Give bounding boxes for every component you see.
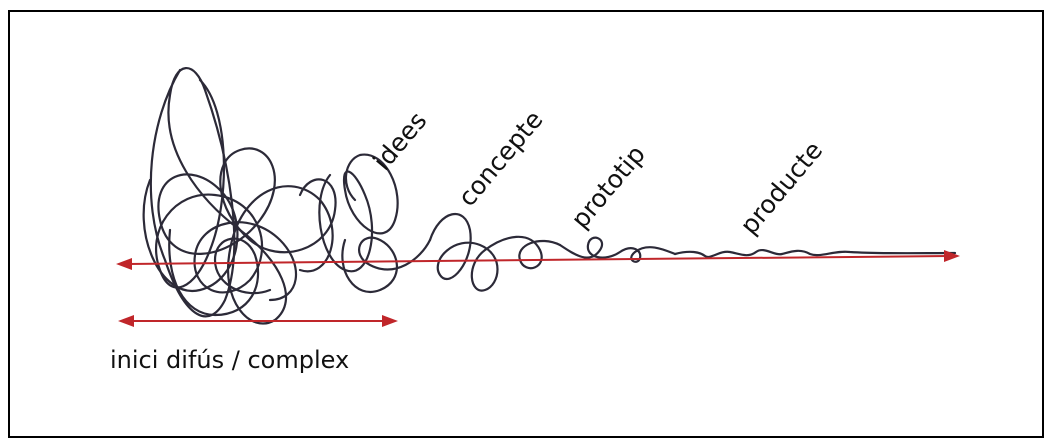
scribble-loop-5: [341, 236, 432, 293]
chaotic-scribble: [142, 67, 432, 325]
timeline-arrow: [116, 250, 960, 270]
diagram-frame: [8, 10, 1044, 438]
start-caption: inici difús / complex: [110, 346, 350, 374]
converging-scribble: [428, 212, 957, 292]
stage-label-ideas: idees: [367, 106, 432, 176]
stage-label-concept: concepte: [452, 105, 548, 212]
scribble-product: [673, 248, 957, 258]
scribble-concept: [428, 212, 562, 292]
scribble-loop-3: [154, 78, 298, 302]
arrow-head-left: [116, 258, 132, 270]
scribble-loop-1: [149, 67, 334, 325]
span-arrow-head-right: [382, 315, 398, 327]
stage-label-product: producte: [734, 136, 828, 240]
start-span-arrow: [118, 315, 398, 327]
scribble-loop-2: [142, 147, 337, 293]
scribble-prototype: [558, 236, 677, 263]
stage-label-prototype: prototip: [565, 140, 651, 234]
span-arrow-head-left: [118, 315, 134, 327]
scribble-loop-6: [168, 228, 272, 317]
arrow-head-right: [944, 250, 960, 262]
